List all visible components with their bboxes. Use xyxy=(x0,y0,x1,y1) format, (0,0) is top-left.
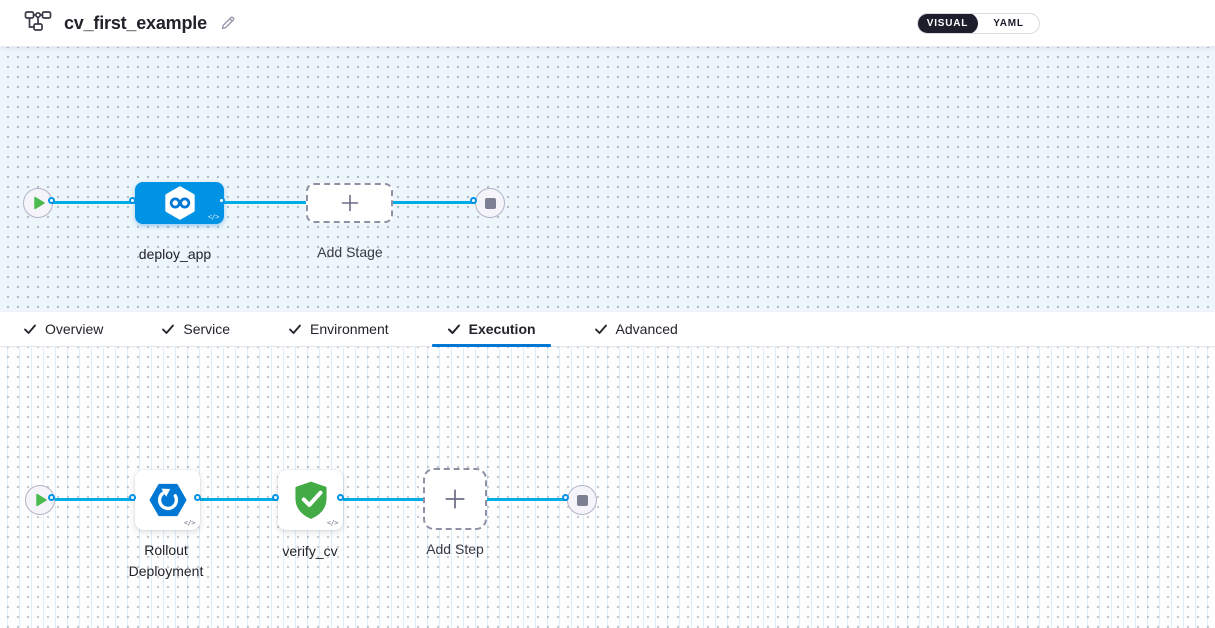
step-label: verify_cv xyxy=(282,543,338,559)
pipeline-header: cv_first_example VISUAL YAML xyxy=(0,0,1215,47)
check-icon xyxy=(594,324,607,334)
execution-canvas: </> Rollout Deployment </> verify_cv Add… xyxy=(0,347,1215,628)
link-port xyxy=(337,494,344,501)
link-port xyxy=(48,197,55,204)
edit-pencil-icon[interactable] xyxy=(219,14,237,32)
link-port xyxy=(218,197,225,204)
stop-icon xyxy=(484,197,496,209)
pipeline-icon xyxy=(24,10,52,37)
link-port xyxy=(129,494,136,501)
step-node-rollout-deployment[interactable]: </> xyxy=(135,470,200,530)
stage-node-deploy-app[interactable]: </> xyxy=(135,182,224,224)
tab-service[interactable]: Service xyxy=(146,312,245,346)
k8s-rollout-icon xyxy=(149,483,186,517)
tab-label: Service xyxy=(183,321,231,337)
play-icon xyxy=(34,196,45,210)
pipeline-start-node xyxy=(23,188,53,218)
tab-label: Overview xyxy=(45,321,104,337)
add-stage-label: Add Stage xyxy=(317,244,383,260)
play-icon xyxy=(36,493,47,507)
code-icon: </> xyxy=(326,519,339,527)
link-port xyxy=(562,494,569,501)
active-tab-underline xyxy=(431,344,551,347)
check-icon xyxy=(289,324,301,334)
add-step-button[interactable] xyxy=(423,468,487,530)
execution-end-node xyxy=(567,485,597,515)
tab-label: Advanced xyxy=(615,321,678,337)
verify-shield-icon xyxy=(294,481,327,519)
tab-overview[interactable]: Overview xyxy=(8,312,118,346)
tab-label: Environment xyxy=(310,321,389,337)
cd-stage-icon xyxy=(164,186,195,220)
stage-canvas: </> deploy_app Add Stage xyxy=(0,47,1215,311)
link-port xyxy=(48,494,55,501)
tab-environment[interactable]: Environment xyxy=(273,312,404,346)
tab-execution[interactable]: Execution xyxy=(431,312,551,347)
page-title: cv_first_example xyxy=(64,12,207,33)
check-icon xyxy=(162,324,175,334)
execution-start-node xyxy=(25,485,55,515)
connector-line xyxy=(38,201,490,204)
step-label: Rollout Deployment xyxy=(128,542,204,579)
link-port xyxy=(194,494,201,501)
add-step-label: Add Step xyxy=(426,541,484,557)
link-port xyxy=(129,197,136,204)
stage-label: deploy_app xyxy=(138,246,212,262)
check-icon xyxy=(24,324,36,334)
plus-icon xyxy=(445,489,465,509)
tab-label: Execution xyxy=(468,321,536,337)
step-node-verify-cv[interactable]: </> xyxy=(278,470,343,530)
stop-icon xyxy=(576,494,588,506)
link-port xyxy=(470,197,477,204)
tab-advanced[interactable]: Advanced xyxy=(579,312,693,346)
add-stage-button[interactable] xyxy=(306,183,393,223)
stage-config-tabs: Overview Service Environment Execution A… xyxy=(0,311,1215,347)
pipeline-end-node xyxy=(475,188,505,218)
toggle-yaml-button[interactable]: YAML xyxy=(993,18,1024,29)
view-toggle: VISUAL YAML xyxy=(917,13,1040,34)
code-icon: </> xyxy=(207,213,220,221)
check-icon xyxy=(447,324,460,334)
code-icon: </> xyxy=(183,519,196,527)
link-port xyxy=(272,494,279,501)
plus-icon xyxy=(341,194,358,212)
toggle-visual-button[interactable]: VISUAL xyxy=(918,14,978,33)
